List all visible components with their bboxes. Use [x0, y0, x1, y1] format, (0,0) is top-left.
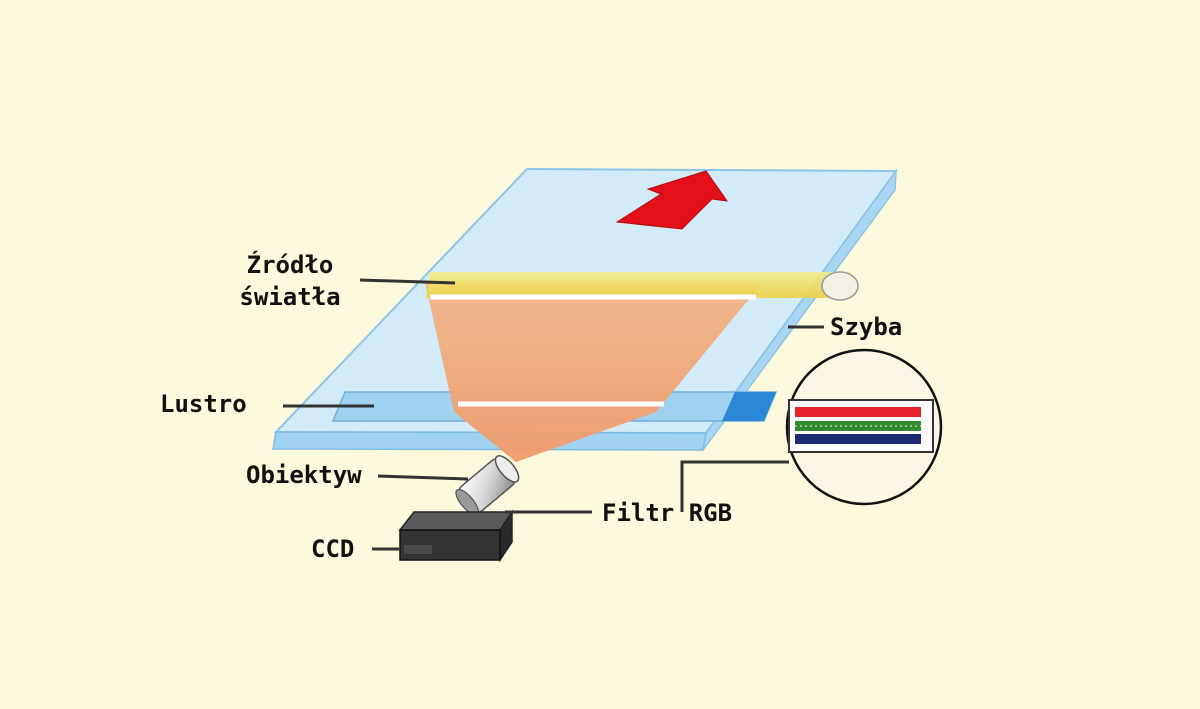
- ccd-box-icon: [398, 509, 514, 563]
- label-glass: Szyba: [830, 313, 903, 341]
- leader-lines: [283, 278, 824, 551]
- label-mirror: Lustro: [160, 390, 247, 418]
- red-arrow-icon: [615, 170, 729, 230]
- lamp-end-cap: [821, 271, 859, 301]
- light-beam: [425, 282, 763, 462]
- leader-lens: [377, 474, 469, 481]
- leader-filter-magnifier: [680, 460, 789, 512]
- label-light-source: Źródło światła: [205, 249, 375, 313]
- light-source-lamp: [426, 272, 852, 298]
- label-light-source-line2: światła: [239, 283, 341, 311]
- label-lens: Obiektyw: [246, 461, 362, 489]
- label-light-source-line1: Źródło: [246, 251, 334, 279]
- leader-light-source: [359, 278, 456, 285]
- rgb-filter-icon: [785, 348, 943, 506]
- label-ccd: CCD: [311, 535, 355, 563]
- lens-cylinder-icon: [455, 455, 520, 516]
- mirror-strip-blue-end: [722, 392, 776, 421]
- label-rgb-filter: Filtr RGB: [602, 499, 733, 527]
